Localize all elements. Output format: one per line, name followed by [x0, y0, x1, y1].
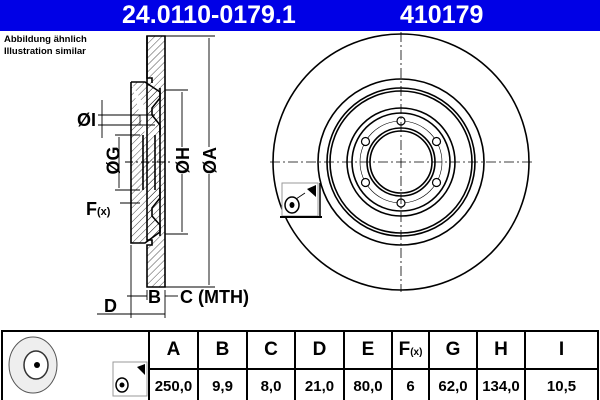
- bolt-hole: [360, 177, 371, 188]
- part-number: 24.0110-0179.1: [122, 1, 296, 29]
- label-dia-a: ØA: [200, 147, 221, 174]
- col-header-f-letter: F: [398, 339, 411, 360]
- illustration-note: Abbildung ähnlich Illustration similar: [4, 34, 87, 58]
- paint-spray-icon: [280, 182, 322, 218]
- brake-disc-icon: [8, 336, 148, 397]
- value-e: 80,0: [343, 368, 393, 400]
- note-german: Abbildung ähnlich: [4, 34, 87, 45]
- label-dia-h: ØH: [173, 147, 194, 174]
- col-header-f: F(x): [391, 330, 430, 370]
- label-f-sub: (x): [97, 206, 111, 218]
- header-bar: 24.0110-0179.1 410179: [0, 0, 600, 31]
- label-dia-g: ØG: [103, 146, 124, 175]
- col-header-d: D: [294, 330, 345, 370]
- value-g: 62,0: [428, 368, 478, 400]
- col-header-i: I: [524, 330, 599, 370]
- note-english: Illustration similar: [4, 46, 86, 57]
- reference-number: 410179: [400, 1, 484, 29]
- bolt-hole: [431, 177, 442, 188]
- value-b: 9,9: [197, 368, 248, 400]
- value-h: 134,0: [476, 368, 526, 400]
- col-header-a: A: [148, 330, 199, 370]
- label-dia-i: ØI: [77, 110, 97, 130]
- col-header-c: C: [246, 330, 296, 370]
- value-a: 250,0: [148, 368, 199, 400]
- label-c-mth: C (MTH): [180, 287, 249, 307]
- col-header-e: E: [343, 330, 393, 370]
- col-header-h: H: [476, 330, 526, 370]
- col-header-f-sub: (x): [410, 347, 423, 358]
- col-header-b: B: [197, 330, 248, 370]
- bolt-hole: [360, 136, 371, 147]
- bolt-holes: [360, 116, 442, 208]
- paint-spray-icon: [112, 361, 148, 397]
- icon-cell: [1, 330, 150, 400]
- technical-drawing: [97, 32, 532, 318]
- value-f: 6: [391, 368, 430, 400]
- label-d: D: [104, 296, 117, 316]
- dimensions-table: A B C D E F(x) G H I 250,0 9,9 8,0 21,0 …: [1, 330, 599, 400]
- value-d: 21,0: [294, 368, 345, 400]
- section-view: [130, 35, 166, 288]
- label-f: F(x): [86, 199, 110, 220]
- col-header-g: G: [428, 330, 478, 370]
- value-i: 10,5: [524, 368, 599, 400]
- value-c: 8,0: [246, 368, 296, 400]
- label-f-letter: F: [86, 199, 97, 219]
- bolt-hole: [431, 136, 442, 147]
- label-b: B: [148, 287, 161, 307]
- front-view: [270, 32, 532, 292]
